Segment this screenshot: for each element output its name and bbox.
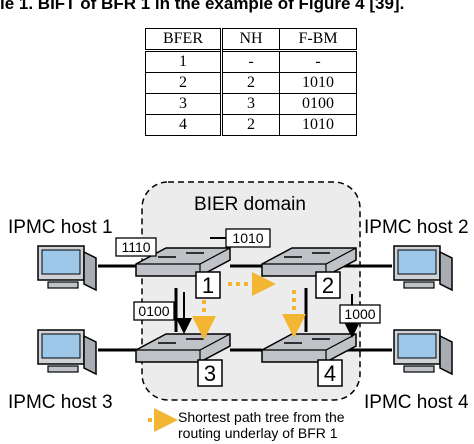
table-caption: le 1. BIFT of BFR 1 in the example of Fi…: [0, 0, 474, 16]
computer-icon: [37, 245, 97, 292]
header-bfer: BFER: [145, 28, 223, 51]
bitmask-box: [133, 301, 175, 321]
legend-line-1: Shortest path tree from the: [178, 409, 345, 425]
table-row: 4 2 1010: [145, 114, 357, 136]
table-row: 1 - -: [145, 50, 357, 73]
table-header-row: BFER NH F-BM: [145, 28, 357, 51]
bitmask-0100: 0100: [138, 303, 169, 319]
bitmask-1110: 1110: [121, 239, 150, 255]
router-3-number: 3: [204, 361, 216, 386]
cell-bfer: 1: [145, 50, 223, 73]
router-icon: 2: [261, 247, 357, 299]
host2-label: IPMC host 2: [364, 217, 469, 238]
router-4-number: 4: [324, 361, 336, 386]
router-icon: 4: [261, 333, 357, 387]
cell-bfer: 2: [145, 72, 223, 94]
bift-table: BFER NH F-BM 1 - - 2 2 1010 3 3 0100 4 2…: [145, 28, 357, 136]
table-row: 3 3 0100: [145, 93, 357, 115]
bier-network-diagram: BIER domain IPMC host 1 IPMC host 2 IPMC…: [8, 181, 469, 441]
router-icon: 1: [135, 247, 231, 299]
bitmask-1000: 1000: [344, 306, 375, 322]
cell-fbm: -: [279, 50, 357, 73]
computer-icon: [393, 329, 453, 376]
bitmask-1010: 1010: [232, 230, 263, 246]
cell-fbm: 1010: [279, 72, 357, 94]
computer-icon: [37, 329, 97, 376]
cell-fbm: 1010: [279, 114, 357, 136]
host3-label: IPMC host 3: [8, 392, 113, 413]
bitmask-box: [225, 228, 271, 248]
cell-nh: 2: [221, 114, 280, 136]
cell-nh: 3: [221, 93, 280, 115]
bitmask-box: [115, 237, 157, 257]
header-nh: NH: [221, 28, 280, 51]
cell-nh: 2: [221, 72, 280, 94]
router-icon: 3: [135, 333, 231, 387]
cell-bfer: 4: [145, 114, 223, 136]
computer-icon: [393, 245, 453, 292]
bier-domain-label: BIER domain: [194, 194, 306, 215]
router-1-number: 1: [202, 273, 214, 298]
cell-nh: -: [221, 50, 280, 73]
bitmask-box: [339, 304, 381, 324]
table-row: 2 2 1010: [145, 72, 357, 94]
shortest-path-tree: [192, 272, 306, 340]
cell-fbm: 0100: [279, 93, 357, 115]
header-fbm: F-BM: [279, 28, 357, 51]
router-2-number: 2: [322, 273, 334, 298]
host1-label: IPMC host 1: [8, 217, 113, 238]
cell-bfer: 3: [145, 93, 223, 115]
host4-label: IPMC host 4: [364, 392, 469, 413]
legend-line-2: routing underlay of BFR 1: [178, 425, 338, 441]
table-caption-text: le 1. BIFT of BFR 1 in the example of Fi…: [0, 0, 405, 13]
